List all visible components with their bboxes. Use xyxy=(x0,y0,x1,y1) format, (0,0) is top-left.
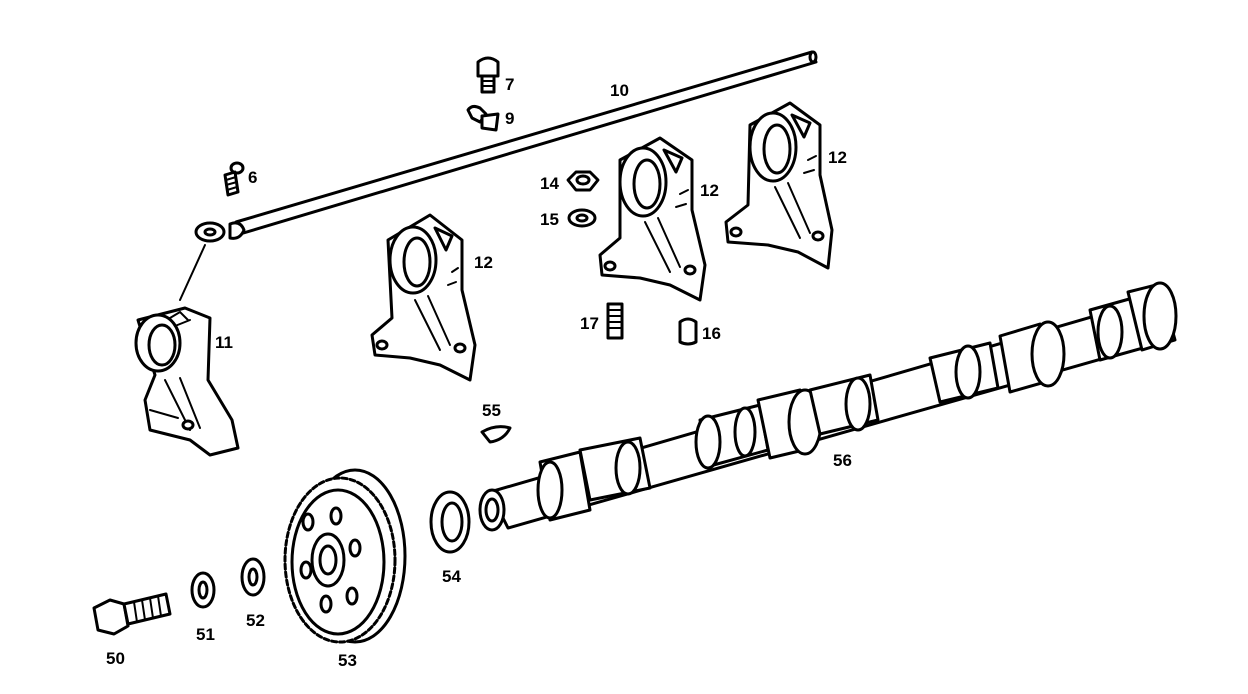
part-53-sprocket xyxy=(283,468,407,644)
label-6: 6 xyxy=(248,168,257,187)
part-15-washer xyxy=(567,208,597,228)
label-12-left: 12 xyxy=(474,253,493,272)
part-12-bearing-bracket-middle xyxy=(598,136,707,302)
part-12-bearing-bracket-right xyxy=(724,101,834,270)
part-56-camshaft xyxy=(478,281,1178,532)
part-9-clip xyxy=(466,104,500,132)
label-17: 17 xyxy=(580,314,599,333)
label-7: 7 xyxy=(505,75,514,94)
label-10: 10 xyxy=(610,81,629,100)
label-56: 56 xyxy=(833,451,852,470)
label-14: 14 xyxy=(540,174,559,193)
part-51-lock-washer xyxy=(190,571,216,609)
label-51: 51 xyxy=(196,625,215,644)
part-50-bolt xyxy=(92,592,172,636)
label-16: 16 xyxy=(702,324,721,343)
part-10-oil-pipe xyxy=(179,50,818,301)
part-12-bearing-bracket-left xyxy=(370,213,477,382)
label-50: 50 xyxy=(106,649,125,668)
part-55-key xyxy=(480,425,512,444)
label-9: 9 xyxy=(505,109,514,128)
part-52-washer xyxy=(240,557,266,597)
label-54: 54 xyxy=(442,567,461,586)
label-53: 53 xyxy=(338,651,357,670)
label-12-middle: 12 xyxy=(700,181,719,200)
label-52: 52 xyxy=(246,611,265,630)
part-14-nut xyxy=(566,170,600,192)
label-12-right: 12 xyxy=(828,148,847,167)
part-labels: 6 7 9 10 11 12 12 12 14 15 16 17 50 51 5… xyxy=(106,75,852,670)
part-7-screw xyxy=(476,56,500,94)
label-15: 15 xyxy=(540,210,559,229)
part-16-dowel-pin xyxy=(678,317,698,346)
part-6-screw xyxy=(223,161,245,197)
part-54-seal-ring xyxy=(429,490,471,554)
label-11: 11 xyxy=(215,333,233,352)
part-11-bearing-bracket xyxy=(134,306,240,457)
label-55: 55 xyxy=(482,401,501,420)
part-17-stud xyxy=(606,302,624,340)
